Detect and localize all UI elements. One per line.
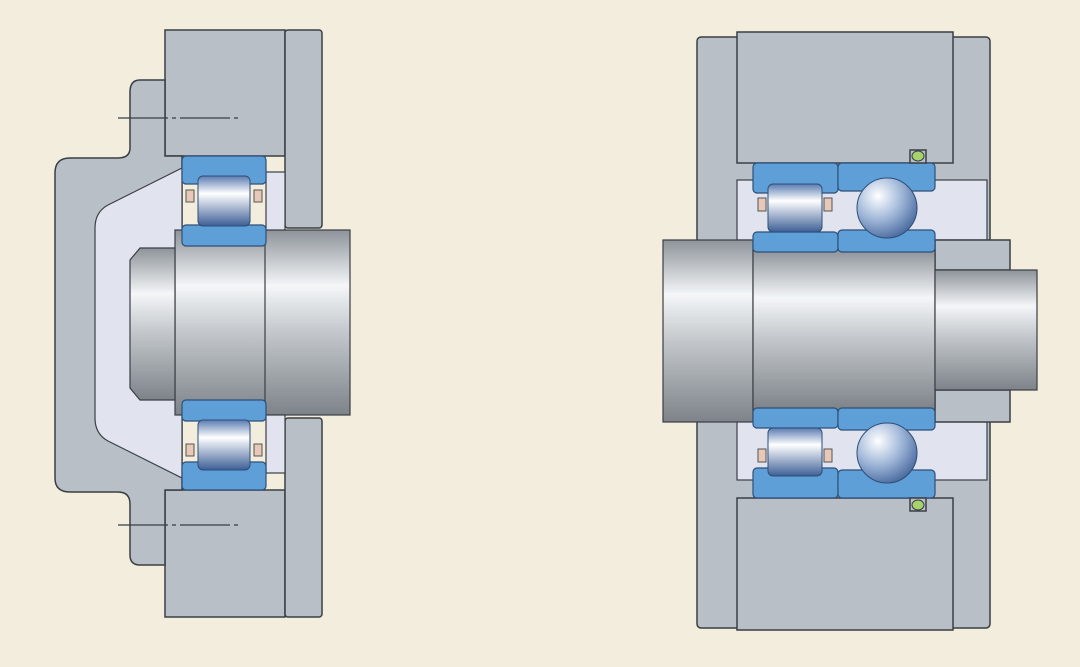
inner-ring <box>181 224 267 247</box>
inner-ring <box>752 231 839 253</box>
cage <box>185 443 195 457</box>
inner-ring <box>752 407 839 429</box>
ball <box>856 422 918 484</box>
shaft-end <box>129 247 176 401</box>
cage <box>823 448 833 463</box>
shaft-left <box>662 239 754 423</box>
spacer-top <box>265 171 286 231</box>
cylindrical-roller-bearing-top <box>752 162 839 253</box>
shaft-middle <box>752 249 936 411</box>
housing-bottom-block <box>736 497 954 631</box>
locknut-bottom <box>934 389 1011 423</box>
cage <box>757 197 767 212</box>
roller <box>197 175 251 227</box>
ball-bearing-bottom <box>837 407 936 499</box>
shaft-right <box>934 269 1038 391</box>
shaft <box>174 229 351 416</box>
o-ring-seal-bottom <box>911 499 925 511</box>
cage <box>253 443 263 457</box>
o-ring-seal-top <box>911 150 925 162</box>
cage <box>823 197 833 212</box>
cage <box>185 189 195 203</box>
left-bearing-assembly <box>54 29 351 618</box>
spacer-bottom <box>265 414 286 474</box>
cage <box>253 189 263 203</box>
cylindrical-roller-bearing-bottom <box>181 399 267 491</box>
roller <box>767 183 823 233</box>
housing-top-block <box>164 29 286 157</box>
inner-ring <box>181 399 267 422</box>
locknut-top <box>934 239 1011 271</box>
roller <box>197 419 251 471</box>
housing-plate-top <box>284 29 323 229</box>
housing-plate-bottom <box>284 417 323 618</box>
cage <box>757 448 767 463</box>
housing-top-block <box>736 31 954 164</box>
right-bearing-assembly <box>662 31 1038 631</box>
ball-bearing-top <box>837 162 936 253</box>
housing-bottom-block <box>164 489 286 618</box>
roller <box>767 427 823 477</box>
cylindrical-roller-bearing-bottom <box>752 407 839 499</box>
ball <box>856 177 918 239</box>
cylindrical-roller-bearing-top <box>181 155 267 247</box>
